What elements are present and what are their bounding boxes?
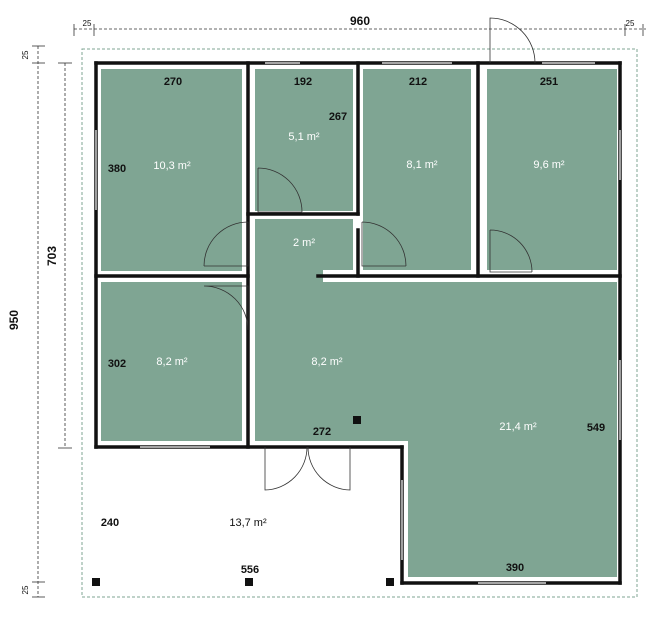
- bathroom-depth: 267: [329, 111, 347, 123]
- bedroom1-width: 270: [164, 76, 182, 88]
- door-patio-left: [264, 446, 308, 491]
- terrace-width: 556: [241, 564, 259, 576]
- bedroom3-fill: [487, 69, 617, 270]
- bedroom2-width: 212: [409, 76, 427, 88]
- room-fills: [101, 69, 617, 577]
- bathroom-width: 192: [294, 76, 312, 88]
- bedroom4-area: 8,2 m²: [156, 356, 188, 368]
- door-bedroom3: [489, 229, 533, 273]
- plot-outline: [81, 48, 638, 598]
- door-bathroom: [257, 167, 303, 213]
- living-width: 390: [506, 562, 524, 574]
- bedroom3-area: 9,6 m²: [533, 159, 565, 171]
- bedroom2-fill: [363, 69, 471, 270]
- bedroom1-area: 10,3 m²: [153, 160, 191, 172]
- corridor-area: 8,2 m²: [311, 356, 343, 368]
- bathroom-area: 5,1 m²: [288, 131, 320, 143]
- walls: [94, 61, 622, 585]
- corridor-living-fill: [255, 219, 617, 577]
- side-height-label: 703: [45, 246, 59, 266]
- overall-height-label: 950: [7, 310, 21, 330]
- post-terrace-right: [386, 578, 394, 586]
- door-bedroom1: [203, 221, 249, 267]
- posts: [92, 416, 394, 586]
- doors: [203, 17, 536, 491]
- bedroom1-depth: 380: [108, 163, 126, 175]
- margin-top-right-label: 25: [626, 19, 635, 28]
- margin-top-left-label: 25: [83, 19, 92, 28]
- post-terrace-mid: [245, 578, 253, 586]
- hall-area: 2 m²: [293, 237, 315, 249]
- living-area: 21,4 m²: [499, 421, 537, 433]
- terrace-depth: 240: [101, 517, 119, 529]
- left-dimension: [32, 45, 72, 598]
- margin-side-bottom-label: 25: [21, 585, 30, 594]
- door-bedroom4: [203, 285, 249, 331]
- door-entrance-top: [489, 17, 536, 64]
- bedroom3-width: 251: [540, 76, 558, 88]
- door-bedroom2: [361, 221, 407, 267]
- terrace-area: 13,7 m²: [229, 517, 267, 529]
- bedroom4-depth: 302: [108, 358, 126, 370]
- door-patio-right: [307, 446, 351, 491]
- bedroom2-area: 8,1 m²: [406, 159, 438, 171]
- bathroom-fill: [255, 69, 353, 211]
- bedroom1-fill: [101, 69, 242, 271]
- overall-width-label: 960: [350, 14, 370, 28]
- margin-side-top-label: 25: [21, 50, 30, 59]
- bedroom4-fill: [101, 282, 242, 441]
- top-dimension: [73, 24, 646, 36]
- living-depth: 549: [587, 422, 605, 434]
- post-terrace-left: [92, 578, 100, 586]
- corridor-width: 272: [313, 426, 331, 438]
- post-living: [353, 416, 361, 424]
- windows: [95, 62, 621, 584]
